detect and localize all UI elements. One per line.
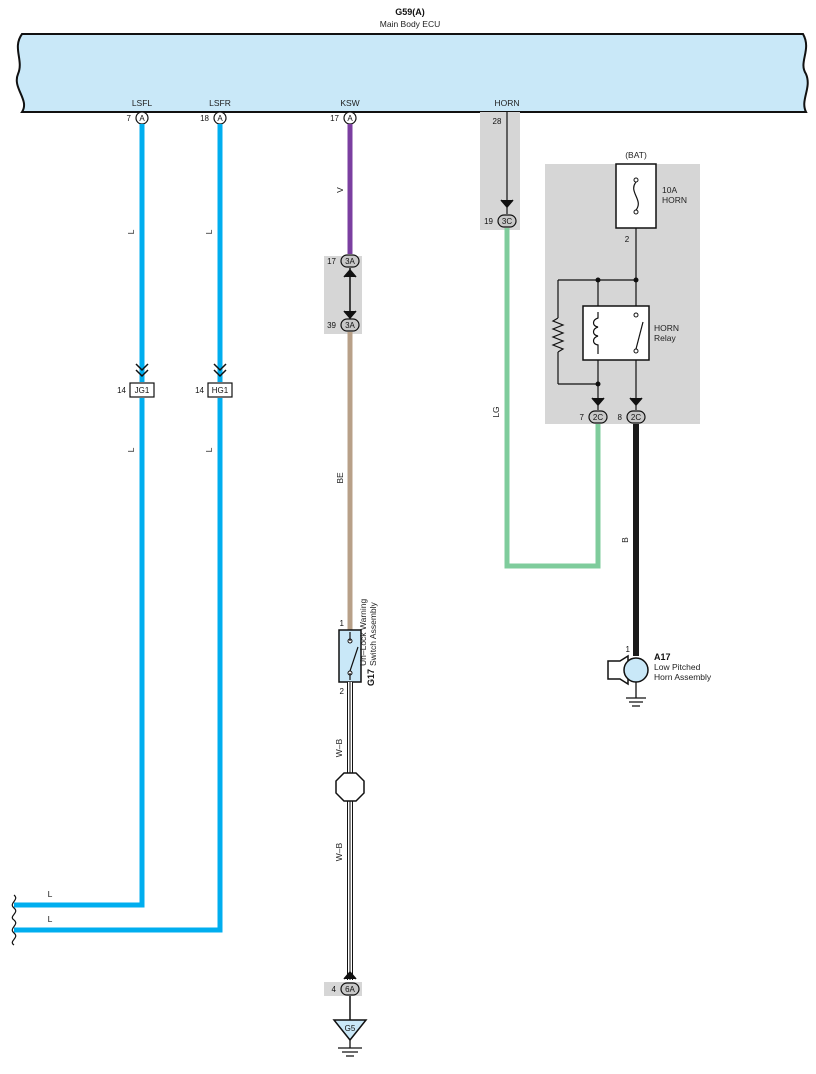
relay-switch-icon xyxy=(635,321,644,350)
pin-name-horn: HORN xyxy=(494,98,519,108)
connector-2c-left-num: 7 xyxy=(580,413,585,422)
connector-2c-right-label: 2C xyxy=(631,413,641,422)
wire-lsfr xyxy=(14,124,223,933)
wire-label-ksw-mid: BE xyxy=(335,472,345,484)
wire-label-lsfr-bottom: L xyxy=(48,914,53,924)
relay-line2: Relay xyxy=(654,333,676,343)
wire-label-ksw-top: V xyxy=(335,187,345,193)
relay-coil-icon xyxy=(592,312,599,354)
connector-hg1-label: HG1 xyxy=(212,386,229,395)
pin-conn-lsfr: A xyxy=(217,114,223,123)
relay-contact xyxy=(633,348,639,354)
horn-pin: 1 xyxy=(626,645,631,654)
connector-jg1 xyxy=(129,382,155,398)
arrow-icon xyxy=(500,199,514,209)
fuse-terminal xyxy=(633,177,639,183)
ground-icon xyxy=(338,1040,362,1057)
junction-bat: (BAT) xyxy=(625,150,647,160)
switch-pin1: 1 xyxy=(340,619,345,628)
horn-line1: Low Pitched xyxy=(654,662,701,672)
relay-contact xyxy=(633,312,639,318)
pin-conn-lsfl: A xyxy=(139,114,145,123)
fuse-pin: 2 xyxy=(625,235,630,244)
fuse-icon xyxy=(633,181,639,211)
fuse-line1: 10A xyxy=(662,185,677,195)
pin-num-lsfl: 7 xyxy=(127,114,132,123)
horn-pin-panel xyxy=(480,112,520,230)
connector-2c-right-num: 8 xyxy=(618,413,623,422)
connector-3c-num: 19 xyxy=(484,217,493,226)
splice-point xyxy=(335,772,365,802)
pin-num-horn: 28 xyxy=(493,117,502,126)
switch-code: G17 xyxy=(366,669,376,686)
chevron-down-icon xyxy=(135,363,149,378)
connector-6a-num: 4 xyxy=(332,985,337,994)
wire-label-lsfl-bottom: L xyxy=(48,889,53,899)
switch-pin2: 2 xyxy=(340,687,345,696)
arrow-icon xyxy=(343,970,357,980)
connector-3a-top-label: 3A xyxy=(345,257,355,266)
switch-lever-icon xyxy=(349,632,359,680)
relay-leads xyxy=(597,280,637,410)
horn-line2: Horn Assembly xyxy=(654,672,712,682)
pin-num-lsfr: 18 xyxy=(200,114,209,123)
switch-line2: Switch Assembly xyxy=(368,601,378,666)
ecu-name: Main Body ECU xyxy=(380,19,440,29)
ecu-code: G59(A) xyxy=(395,7,425,17)
ground-triangle xyxy=(332,1019,368,1042)
connector-3a-bottom-num: 39 xyxy=(327,321,336,330)
arrow-icon xyxy=(629,397,643,407)
connector-2c-left-label: 2C xyxy=(593,413,603,422)
fuse-line2: HORN xyxy=(662,195,687,205)
resistor-icon xyxy=(551,317,565,353)
switch-label: G17 Un–Lock Warning Switch Assembly xyxy=(358,598,378,686)
connector-3a-top xyxy=(340,254,360,268)
arrow-icon xyxy=(343,268,357,320)
connector-3a-bottom-label: 3A xyxy=(345,321,355,330)
connector-2c-left xyxy=(588,410,608,424)
switch-line1: Un–Lock Warning xyxy=(358,598,368,666)
wire-label-ksw-low2: W–B xyxy=(334,842,344,861)
wire-lsfl xyxy=(14,124,145,908)
arrow-icon xyxy=(591,397,605,407)
connector-3c xyxy=(497,214,517,228)
wire-label-lsfl-mid: L xyxy=(126,447,136,452)
wire-label-ksw-low1: W–B xyxy=(334,738,344,757)
connector-3a-top-num: 17 xyxy=(327,257,336,266)
connector-hg1-num: 14 xyxy=(195,386,204,395)
horn-icon xyxy=(607,654,629,686)
connector-6a-label: 6A xyxy=(345,985,355,994)
connector-hg1 xyxy=(207,382,233,398)
connector-jg1-num: 14 xyxy=(117,386,126,395)
connector-3a-bottom xyxy=(340,318,360,332)
pin-name-ksw: KSW xyxy=(340,98,359,108)
pin-name-lsfl: LSFL xyxy=(132,98,153,108)
pin-num-ksw: 17 xyxy=(330,114,339,123)
connector-jg1-label: JG1 xyxy=(135,386,150,395)
horn-code: A17 xyxy=(654,652,671,662)
ground-icon xyxy=(626,682,646,707)
wire-break-icon xyxy=(11,894,17,921)
relay-line1: HORN xyxy=(654,323,679,333)
pin-conn-ksw: A xyxy=(347,114,353,123)
wire-label-horn-lg: LG xyxy=(491,406,501,417)
wire-break-icon xyxy=(11,919,17,946)
ground-label: G5 xyxy=(345,1024,356,1033)
wire-label-lsfr-mid: L xyxy=(204,447,214,452)
pin-name-lsfr: LSFR xyxy=(209,98,231,108)
wire-label-lsfl-top: L xyxy=(126,229,136,234)
wire-horn-lg xyxy=(504,228,601,569)
chevron-down-icon xyxy=(213,363,227,378)
connector-2c-right xyxy=(626,410,646,424)
horn-body xyxy=(623,657,649,683)
connector-6a xyxy=(340,982,360,996)
wire-label-horn-b: B xyxy=(620,537,630,543)
horn-relay xyxy=(582,305,650,361)
connector-3c-label: 3C xyxy=(502,217,512,226)
fuse-terminal xyxy=(633,209,639,215)
wire-label-lsfr-top: L xyxy=(204,229,214,234)
ecu-body xyxy=(15,33,809,113)
